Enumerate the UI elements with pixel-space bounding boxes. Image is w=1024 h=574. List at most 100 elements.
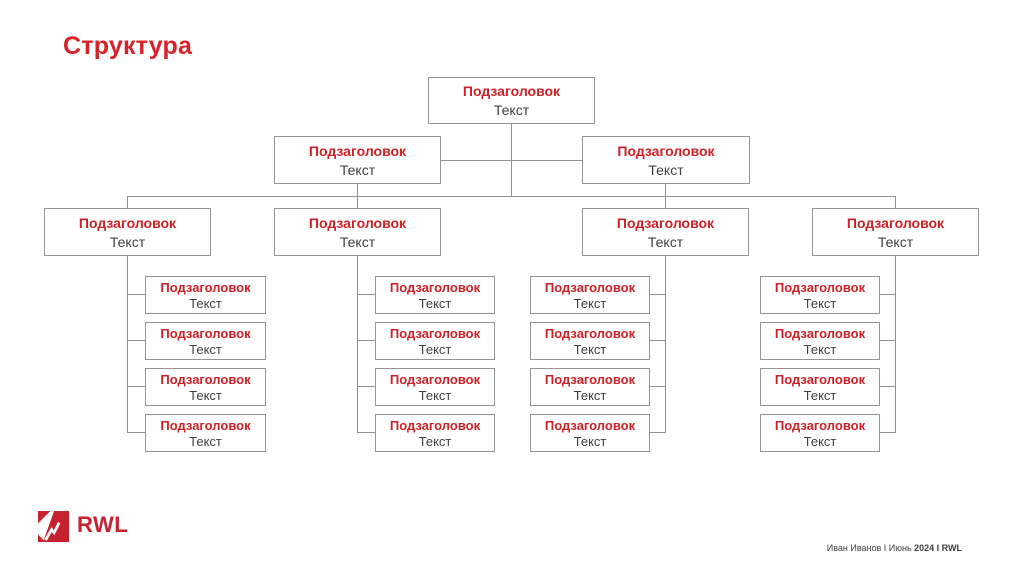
slide-credit: Иван Иванов I Июнь 2024 I RWL	[827, 543, 962, 553]
credit-date: 2024 I RWL	[914, 543, 962, 553]
connector-level2a-down	[357, 184, 358, 208]
connector-level2-horizontal	[441, 160, 582, 161]
node-subtext: Текст	[418, 341, 452, 357]
connector-stub	[127, 432, 145, 433]
connector-stub-l3d	[895, 196, 896, 208]
node-title: Подзаголовок	[774, 417, 866, 433]
node-subtext: Текст	[418, 387, 452, 403]
node-title: Подзаголовок	[160, 279, 251, 295]
node-subtext: Текст	[647, 233, 684, 250]
node-title: Подзаголовок	[774, 325, 866, 341]
node-subtext: Текст	[573, 433, 607, 449]
node-title: Подзаголовок	[389, 325, 481, 341]
connector-stub	[357, 386, 375, 387]
node-subtext: Текст	[109, 233, 146, 250]
connector-spine-col3	[665, 256, 666, 433]
node-subtext: Текст	[189, 387, 222, 403]
org-node-child: Подзаголовок Текст	[530, 322, 650, 360]
node-subtext: Текст	[877, 233, 914, 250]
node-subtext: Текст	[339, 233, 376, 250]
connector-stub	[127, 386, 145, 387]
node-subtext: Текст	[573, 295, 607, 311]
connector-stub	[880, 340, 895, 341]
page-title: Структура	[63, 32, 193, 60]
org-node-child: Подзаголовок Текст	[760, 276, 880, 314]
mountain-logo-icon	[38, 511, 69, 542]
org-node-level3-1: Подзаголовок Текст	[44, 208, 211, 256]
node-title: Подзаголовок	[774, 279, 866, 295]
node-title: Подзаголовок	[544, 371, 636, 387]
node-title: Подзаголовок	[544, 417, 636, 433]
connector-stub	[650, 432, 665, 433]
node-subtext: Текст	[648, 161, 684, 178]
org-node-level2-1: Подзаголовок Текст	[274, 136, 441, 184]
org-node-child: Подзаголовок Текст	[530, 414, 650, 452]
connector-stub-l3a	[127, 196, 128, 208]
org-node-level3-4: Подзаголовок Текст	[812, 208, 979, 256]
node-title: Подзаголовок	[389, 279, 481, 295]
node-subtext: Текст	[803, 387, 837, 403]
node-subtext: Текст	[189, 341, 222, 357]
node-subtext: Текст	[189, 295, 222, 311]
connector-spine-col1	[127, 256, 128, 433]
node-subtext: Текст	[803, 295, 837, 311]
org-node-child: Подзаголовок Текст	[375, 276, 495, 314]
org-node-child: Подзаголовок Текст	[375, 322, 495, 360]
node-title: Подзаголовок	[774, 371, 866, 387]
connector-level2b-down	[665, 184, 666, 208]
node-subtext: Текст	[189, 433, 222, 449]
org-node-child: Подзаголовок Текст	[145, 368, 266, 406]
connector-stub	[127, 294, 145, 295]
connector-spine-col4	[895, 256, 896, 433]
node-title: Подзаголовок	[389, 417, 481, 433]
connector-stub	[650, 386, 665, 387]
org-node-level3-3: Подзаголовок Текст	[582, 208, 749, 256]
org-node-child: Подзаголовок Текст	[375, 368, 495, 406]
org-node-child: Подзаголовок Текст	[530, 276, 650, 314]
org-node-root: Подзаголовок Текст	[428, 77, 595, 124]
org-node-child: Подзаголовок Текст	[375, 414, 495, 452]
node-subtext: Текст	[803, 433, 837, 449]
org-node-child: Подзаголовок Текст	[760, 368, 880, 406]
node-subtext: Текст	[418, 295, 452, 311]
node-title: Подзаголовок	[160, 371, 251, 387]
node-title: Подзаголовок	[308, 142, 407, 159]
connector-stub	[650, 340, 665, 341]
node-title: Подзаголовок	[308, 214, 407, 231]
connector-stub	[357, 294, 375, 295]
node-subtext: Текст	[803, 341, 837, 357]
logo-wordmark: RWL	[77, 512, 129, 537]
connector-stub	[127, 340, 145, 341]
org-node-child: Подзаголовок Текст	[145, 322, 266, 360]
node-subtext: Текст	[573, 387, 607, 403]
node-title: Подзаголовок	[160, 325, 251, 341]
connector-stub	[357, 432, 375, 433]
node-subtext: Текст	[418, 433, 452, 449]
org-node-child: Подзаголовок Текст	[145, 276, 266, 314]
connector-stub	[880, 432, 895, 433]
node-title: Подзаголовок	[389, 371, 481, 387]
node-title: Подзаголовок	[160, 417, 251, 433]
connector-rail	[127, 196, 896, 197]
connector-stub	[880, 386, 895, 387]
node-title: Подзаголовок	[462, 83, 561, 99]
node-title: Подзаголовок	[78, 214, 177, 231]
connector-spine-col2	[357, 256, 358, 433]
org-node-child: Подзаголовок Текст	[760, 322, 880, 360]
node-subtext: Текст	[573, 341, 607, 357]
node-title: Подзаголовок	[544, 279, 636, 295]
org-node-child: Подзаголовок Текст	[145, 414, 266, 452]
node-title: Подзаголовок	[846, 214, 945, 231]
org-node-level2-2: Подзаголовок Текст	[582, 136, 750, 184]
credit-author: Иван Иванов I Июнь	[826, 543, 915, 553]
node-title: Подзаголовок	[544, 325, 636, 341]
org-node-level3-2: Подзаголовок Текст	[274, 208, 441, 256]
connector-stub	[357, 340, 375, 341]
org-node-child: Подзаголовок Текст	[760, 414, 880, 452]
node-title: Подзаголовок	[617, 142, 715, 159]
connector-stub	[880, 294, 895, 295]
org-node-child: Подзаголовок Текст	[530, 368, 650, 406]
node-subtext: Текст	[339, 161, 376, 178]
node-subtext: Текст	[493, 102, 530, 118]
